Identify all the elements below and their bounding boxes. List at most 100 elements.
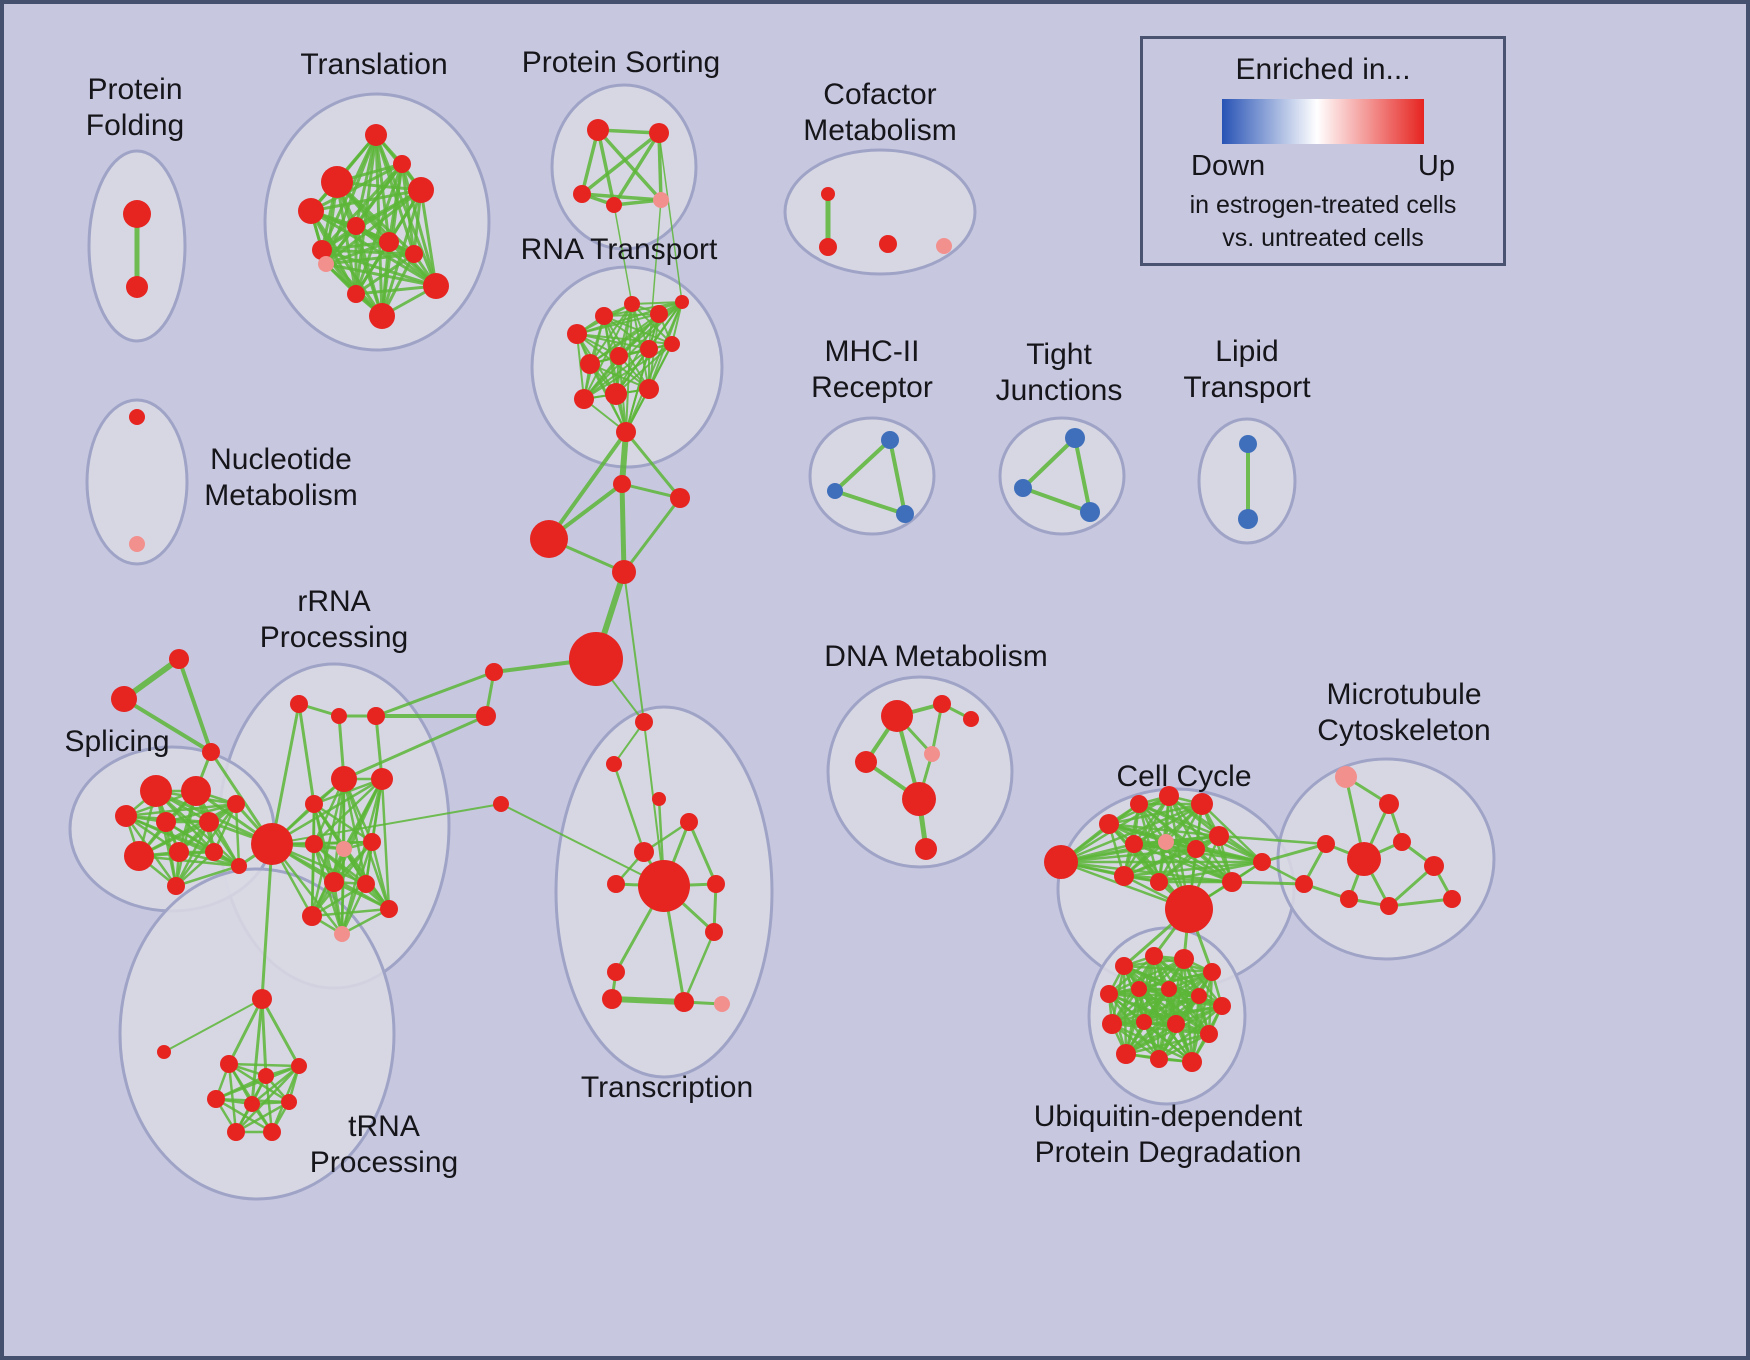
node (1150, 1050, 1168, 1068)
node (567, 324, 587, 344)
node (624, 296, 640, 312)
edge (1124, 970, 1214, 1056)
node (634, 842, 654, 862)
node (1167, 1015, 1185, 1033)
node (123, 200, 151, 228)
edge (234, 802, 241, 868)
cluster-label: RNA Transport (521, 233, 718, 266)
edge (1260, 842, 1328, 864)
edge (623, 571, 645, 723)
edge (657, 131, 663, 202)
edge (310, 907, 391, 918)
edge (1157, 1032, 1211, 1061)
node (1159, 786, 1179, 806)
node (1174, 949, 1194, 969)
edge (1107, 957, 1186, 996)
edge (1164, 840, 1234, 884)
cluster-label: Metabolism (803, 114, 956, 147)
cluster-label: Folding (86, 109, 184, 142)
edge (137, 854, 241, 868)
edge (643, 721, 665, 887)
edge (227, 1062, 238, 1134)
node (933, 695, 951, 713)
edge (1021, 486, 1092, 514)
node (605, 383, 627, 405)
node (115, 805, 137, 827)
node (363, 833, 381, 851)
edge (400, 162, 438, 288)
edge (354, 252, 416, 296)
node (1380, 897, 1398, 915)
node (1239, 435, 1257, 453)
cluster-ellipse (85, 398, 189, 566)
node (129, 536, 145, 552)
edge (340, 882, 368, 936)
cluster-label: Translation (300, 48, 447, 81)
edge (658, 132, 683, 303)
edge (374, 670, 496, 718)
cluster-label: Transcription (581, 1071, 753, 1104)
node (1443, 890, 1461, 908)
node (1145, 947, 1163, 965)
cluster-ellipse (1276, 757, 1496, 961)
cluster-label: MHC-II (825, 335, 920, 368)
node (126, 276, 148, 298)
edge (1230, 880, 1306, 886)
node (616, 422, 636, 442)
node (493, 796, 509, 812)
edge (547, 430, 628, 541)
legend-up-label: Up (1417, 150, 1455, 182)
node (638, 860, 690, 912)
node (1379, 794, 1399, 814)
node (1335, 766, 1357, 788)
edge (312, 777, 384, 846)
cluster-ellipse (118, 867, 396, 1201)
node (650, 305, 668, 323)
edge (310, 882, 368, 918)
cluster-label: Metabolism (204, 479, 357, 512)
edge (370, 840, 391, 911)
node (569, 632, 623, 686)
node (653, 192, 669, 208)
edge (234, 1064, 301, 1134)
edge (1200, 802, 1264, 864)
node (169, 649, 189, 669)
node (181, 776, 211, 806)
node (379, 232, 399, 252)
node (881, 431, 899, 449)
node (1065, 428, 1085, 448)
cluster-label: rRNA (297, 585, 370, 618)
cluster-label: Protein (87, 73, 182, 106)
edge (340, 847, 346, 936)
node (635, 713, 653, 731)
node (423, 273, 449, 299)
node (855, 751, 877, 773)
node (1424, 856, 1444, 876)
cluster-ellipse (808, 416, 936, 536)
node (305, 795, 323, 813)
node (367, 707, 385, 725)
cluster-label: Receptor (811, 371, 933, 404)
edge (234, 1100, 291, 1134)
node (1295, 875, 1313, 893)
node (157, 1045, 171, 1059)
node (587, 119, 609, 141)
edge (1137, 987, 1224, 1008)
edge (1387, 897, 1454, 908)
edge (310, 842, 316, 918)
edge (324, 240, 391, 266)
legend: Enriched in... Down Up in estrogen-treat… (1140, 36, 1506, 266)
node (476, 706, 496, 726)
cluster-label: Splicing (64, 725, 169, 758)
edge (380, 777, 391, 911)
node (1200, 1025, 1218, 1043)
node (405, 245, 423, 263)
node (205, 843, 223, 861)
edge (1122, 860, 1264, 878)
node (220, 1055, 238, 1073)
node (347, 285, 365, 303)
node (1203, 963, 1221, 981)
cluster-label: Transport (1183, 371, 1311, 404)
node (331, 766, 357, 792)
edge (1387, 864, 1436, 908)
